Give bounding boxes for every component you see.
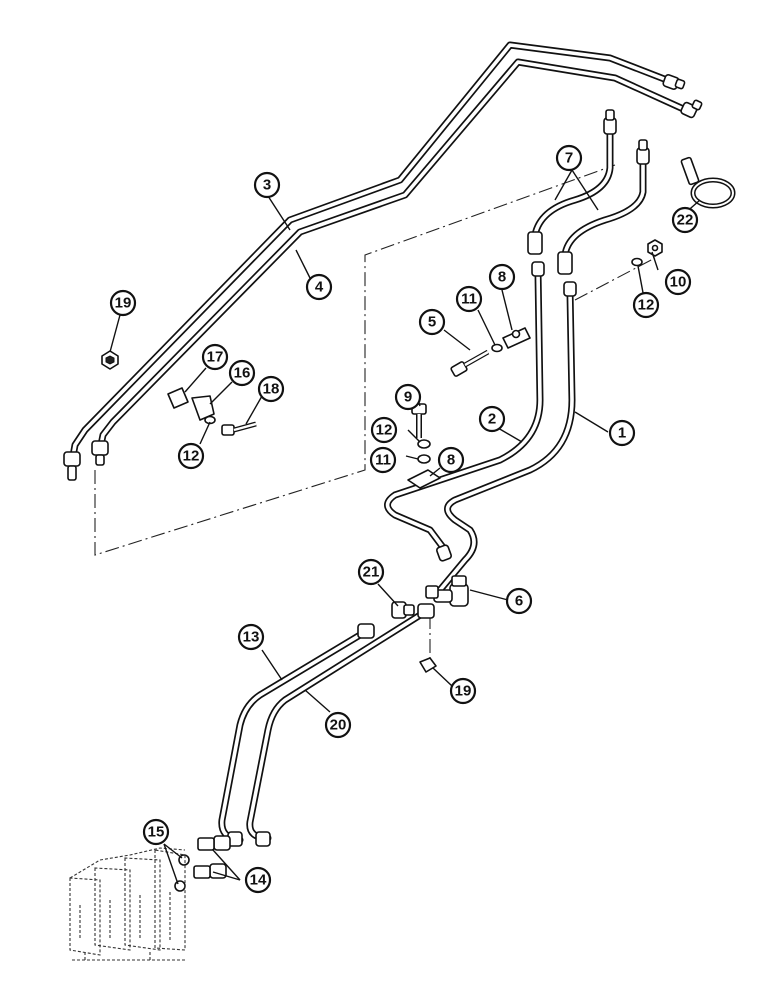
adapters-14: [193, 835, 231, 879]
callout-12-mid: 12: [370, 416, 398, 444]
svg-text:18: 18: [263, 381, 280, 398]
svg-text:11: 11: [461, 291, 477, 308]
washer-11-upper: [491, 343, 503, 353]
washer-11-mid: [417, 454, 431, 464]
callouts: 1 2 3 4 5 6 7 8 8 9 10 11 11 12 12 12 13…: [109, 144, 699, 894]
callout-8-upper: 8: [488, 263, 516, 291]
svg-text:12: 12: [376, 422, 393, 439]
callout-19-upper: 19: [109, 289, 137, 317]
svg-text:5: 5: [428, 314, 436, 331]
callout-11-lower: 11: [369, 446, 397, 474]
pipe-13-20-fittings: [227, 603, 435, 847]
callout-14: 14: [244, 866, 272, 894]
svg-text:6: 6: [515, 593, 523, 610]
bolt-5: [450, 349, 490, 377]
callout-20: 20: [324, 711, 352, 739]
callout-12-left: 12: [177, 442, 205, 470]
svg-text:16: 16: [234, 365, 251, 382]
pipe-2: [384, 261, 545, 562]
svg-text:22: 22: [677, 212, 694, 229]
svg-text:21: 21: [363, 564, 380, 581]
center-lines: [94, 164, 656, 665]
callout-16: 16: [228, 359, 256, 387]
callout-9: 9: [394, 383, 422, 411]
svg-text:13: 13: [243, 629, 260, 646]
callout-2: 2: [478, 405, 506, 433]
svg-text:17: 17: [207, 349, 224, 366]
svg-text:3: 3: [263, 177, 271, 194]
nut-19-upper: [101, 350, 119, 370]
svg-text:19: 19: [115, 295, 132, 312]
washer-12-right: [631, 257, 643, 267]
svg-text:9: 9: [404, 389, 412, 406]
pipe-3-4-fittings: [63, 74, 703, 481]
callout-19-lower: 19: [449, 677, 477, 705]
callout-18: 18: [257, 375, 285, 403]
callout-12-right: 12: [632, 291, 660, 319]
svg-text:8: 8: [498, 269, 506, 286]
callout-10: 10: [664, 268, 692, 296]
nut-19-lower: [419, 657, 437, 673]
callout-15: 15: [142, 818, 170, 846]
clip-16: [191, 395, 215, 421]
leader-lines: [109, 169, 701, 885]
callout-3: 3: [253, 171, 281, 199]
svg-text:2: 2: [488, 411, 496, 428]
callout-1: 1: [608, 419, 636, 447]
svg-text:12: 12: [183, 448, 200, 465]
callout-5: 5: [418, 308, 446, 336]
callout-13: 13: [237, 623, 265, 651]
callout-6: 6: [505, 587, 533, 615]
fitting-near-elbow: [425, 585, 439, 599]
svg-text:19: 19: [455, 683, 472, 700]
svg-text:14: 14: [250, 872, 267, 889]
seals-15: [174, 854, 190, 892]
control-valve-outline: [69, 847, 186, 961]
svg-text:7: 7: [565, 150, 573, 167]
callout-7: 7: [555, 144, 583, 172]
clamp-8-upper: [502, 327, 531, 349]
washer-12-mid: [417, 439, 431, 449]
svg-text:4: 4: [315, 279, 324, 296]
adapter-21: [391, 601, 415, 619]
hose-clamp-22: [680, 156, 736, 209]
hose-7: [527, 109, 650, 275]
svg-text:20: 20: [330, 717, 347, 734]
svg-text:1: 1: [618, 425, 626, 442]
svg-text:11: 11: [375, 452, 391, 469]
bolt-18: [221, 421, 257, 436]
svg-text:12: 12: [638, 297, 655, 314]
nut-10: [647, 239, 663, 257]
callout-11-upper: 11: [455, 285, 483, 313]
pipe-3: [68, 41, 676, 466]
pipe-4: [96, 58, 694, 454]
pipe-1: [436, 281, 577, 594]
callout-4: 4: [305, 273, 333, 301]
callout-8-lower: 8: [437, 446, 465, 474]
bolt-9: [411, 403, 427, 438]
callout-22: 22: [671, 206, 699, 234]
svg-text:8: 8: [447, 452, 455, 469]
svg-text:15: 15: [148, 824, 165, 841]
spacer-17: [167, 387, 189, 409]
callout-21: 21: [357, 558, 385, 586]
svg-text:10: 10: [670, 274, 687, 291]
callout-17: 17: [201, 343, 229, 371]
